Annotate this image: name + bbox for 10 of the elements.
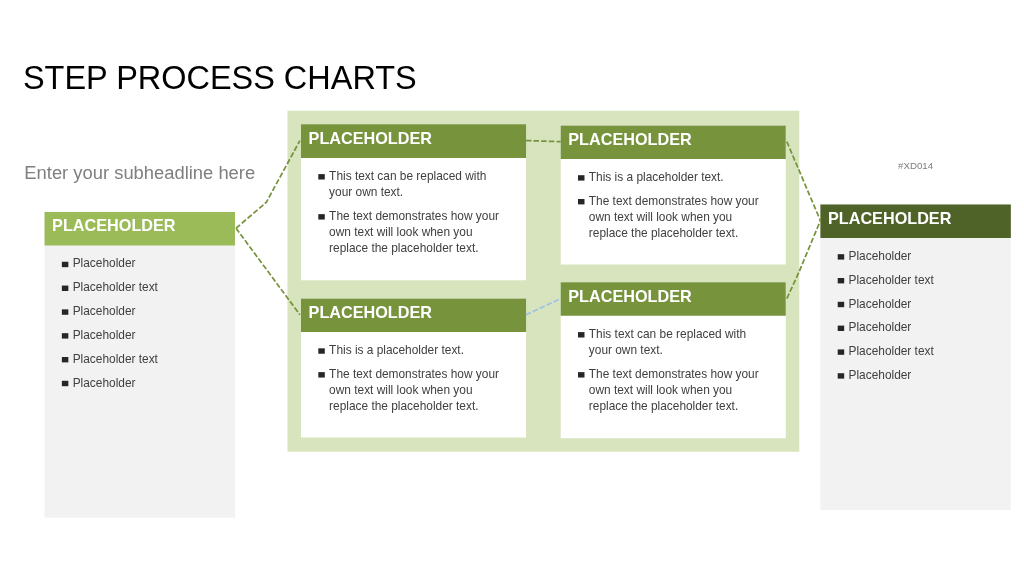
connector [525,139,562,143]
connector [786,140,822,222]
connector [235,139,301,230]
connector [525,297,562,316]
connector [235,227,301,316]
cluster [287,110,800,452]
label: Enter your subheadline here [24,161,256,183]
connector [786,219,822,300]
diagram-title: STEP PROCESS CHARTS [22,59,417,96]
label: #XD014 [898,159,934,171]
